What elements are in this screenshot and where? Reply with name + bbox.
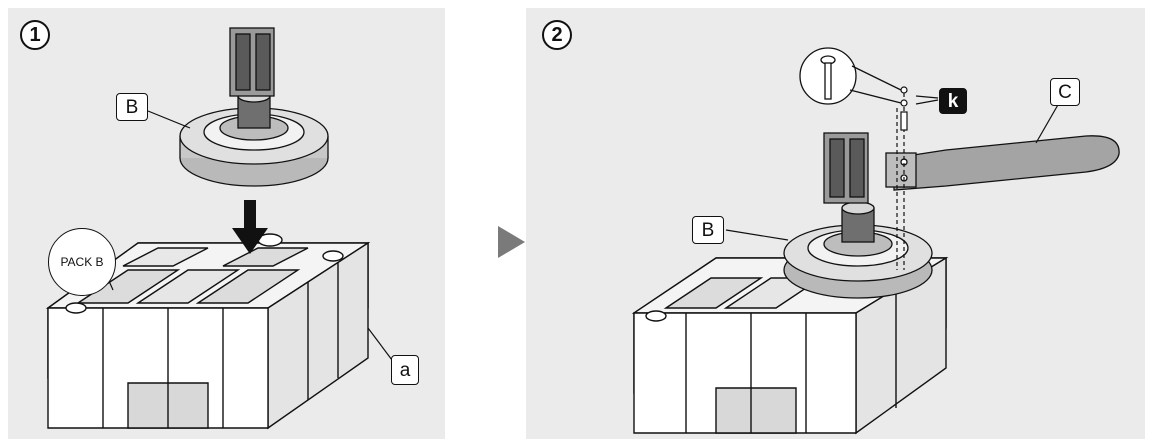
next-step-arrow-icon — [498, 226, 525, 258]
label-motor-unit-b: B — [116, 93, 148, 121]
step-1-panel: 1 B PACK B a — [8, 8, 445, 439]
label-blade-c: C — [1050, 78, 1080, 106]
blade-c — [886, 136, 1119, 190]
step-1-illustration — [8, 8, 445, 439]
label-screw-k: k — [939, 88, 967, 114]
step-number-badge: 2 — [542, 20, 572, 50]
step-2-illustration — [526, 8, 1145, 439]
step-2-panel: 2 k C B — [526, 8, 1145, 439]
screw-callout — [800, 48, 901, 104]
pack-b-callout: PACK B — [48, 228, 116, 296]
label-base-a: a — [391, 355, 419, 385]
step-number-badge: 1 — [20, 20, 50, 50]
label-motor-unit-b: B — [692, 216, 724, 244]
motor-unit-b — [180, 28, 328, 186]
